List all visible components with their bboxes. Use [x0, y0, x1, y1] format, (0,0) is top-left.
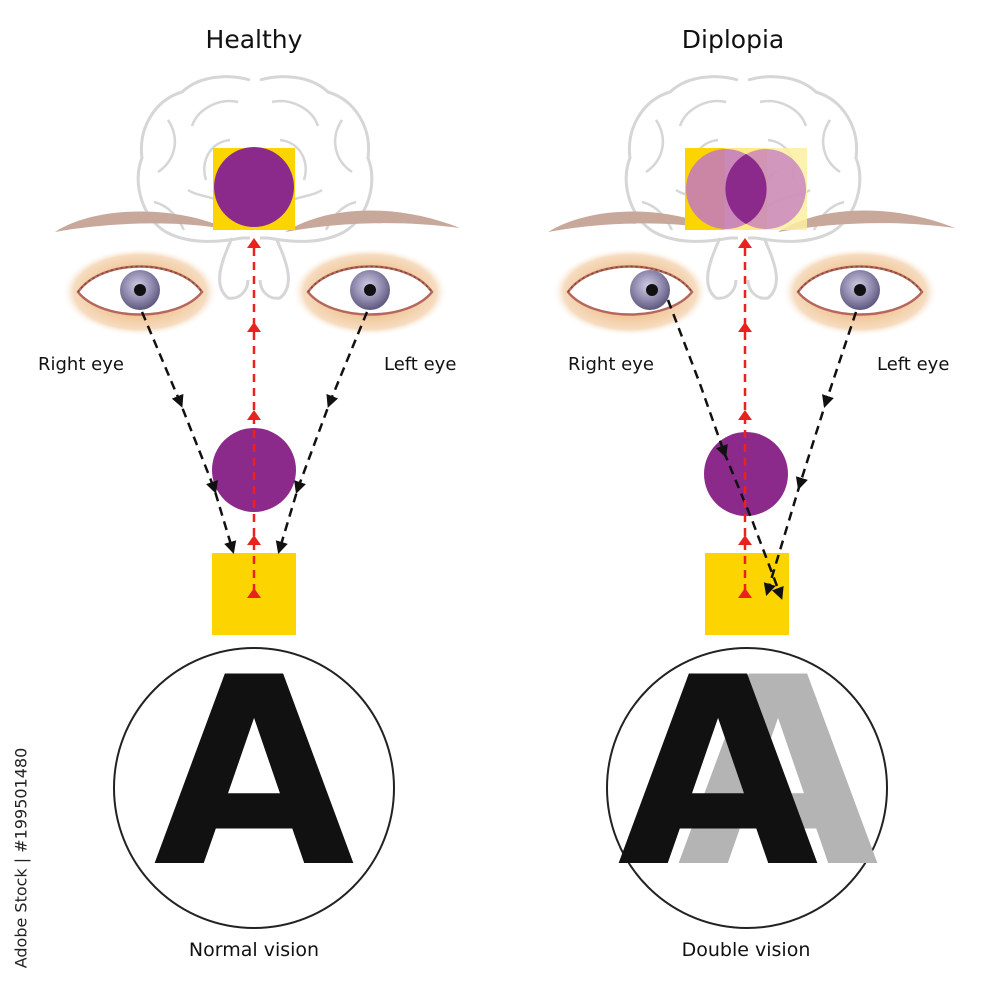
brain-illustration: [136, 75, 374, 300]
caption-double-vision: Double vision: [682, 939, 811, 961]
sight-lines: [666, 299, 858, 600]
optic-path: [247, 238, 261, 598]
panel-healthy: Healthy Right eye Left eye: [38, 25, 460, 961]
pupil: [646, 284, 658, 296]
pupil: [364, 284, 376, 296]
sight-lines: [140, 311, 369, 554]
brain-circle: [214, 147, 294, 227]
brain-circle-overlap: [725, 154, 767, 224]
brain-illustration: [624, 75, 862, 300]
panel-title-healthy: Healthy: [206, 25, 303, 54]
pupil: [854, 284, 866, 296]
letter-a: A: [153, 623, 356, 925]
letter-a: A: [617, 623, 820, 925]
left-eye: [780, 246, 940, 338]
optic-path: [738, 238, 752, 598]
right-eye: [60, 246, 220, 338]
eyebrow-left: [285, 210, 460, 232]
label-right-eye: Right eye: [38, 354, 124, 375]
pupil: [134, 284, 146, 296]
ghost-letter-a: A: [677, 623, 880, 925]
eyebrow-right: [55, 211, 230, 232]
label-left-eye: Left eye: [384, 354, 456, 375]
label-left-eye: Left eye: [877, 354, 949, 375]
stock-id-text: Adobe Stock | #199501480: [11, 747, 31, 969]
eyebrow-right: [548, 211, 720, 232]
right-eye-deviated: [550, 246, 710, 338]
stock-id-watermark: Adobe Stock | #199501480: [3, 748, 39, 969]
vision-circle-normal: [113, 647, 395, 929]
panel-diplopia: Diplopia Right eye: [548, 25, 955, 961]
eyebrow-left: [778, 210, 955, 232]
caption-normal-vision: Normal vision: [189, 939, 319, 961]
label-right-eye: Right eye: [568, 354, 654, 375]
panel-title-diplopia: Diplopia: [682, 25, 784, 54]
left-eye: [290, 246, 450, 338]
object-circle: [212, 428, 296, 512]
vision-circle-double: [606, 647, 888, 929]
